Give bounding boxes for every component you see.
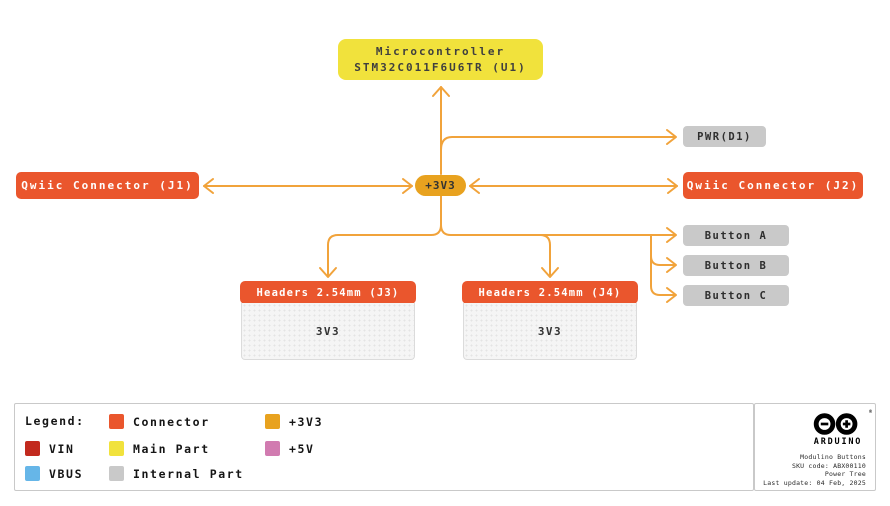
document-type: Power Tree (824, 470, 866, 479)
legend-item-main-part: Main Part (109, 441, 210, 456)
wire-rail-to-button-a (440, 224, 676, 236)
node-button-a: Button A (683, 225, 789, 246)
wire-rail-to-button-b (650, 255, 676, 266)
arrowhead-j3 (319, 267, 337, 278)
arrowhead-rail-right (469, 178, 480, 194)
arrowhead-button-b (666, 257, 677, 273)
product-name: Modulino Buttons (800, 453, 866, 461)
node-headers-j4-title: Headers 2.54mm (J4) (462, 281, 638, 304)
node-qwiic-connector-j1: Qwiic Connector (J1) (16, 172, 199, 199)
legend-title: Legend: (25, 414, 85, 428)
wire-rail-to-pwr (440, 136, 676, 151)
legend-item-3v3: +3V3 (265, 414, 323, 429)
legend-item-vin: VIN (25, 441, 75, 456)
legend-label: Connector (133, 414, 210, 429)
arduino-wordmark: ARDUINO (813, 437, 863, 447)
swatch-internal-part (109, 466, 124, 481)
title-block-text: Modulino Buttons SKU code: ABX00110 Powe… (763, 453, 866, 488)
wire-rail-to-j3 (327, 224, 442, 276)
node-button-c: Button C (683, 285, 789, 306)
swatch-connector (109, 414, 124, 429)
arrowhead-j1 (203, 178, 214, 194)
node-button-b: Button B (683, 255, 789, 276)
swatch-3v3 (265, 414, 280, 429)
legend-item-5v: +5V (265, 441, 315, 456)
legend-item-internal-part: Internal Part (109, 466, 244, 481)
wire-layer (203, 86, 678, 303)
legend-label: +3V3 (289, 414, 324, 429)
title-block-panel: ® ARDUINO Modulino Buttons SKU code: ABX… (754, 403, 876, 491)
node-headers-j4-rail: 3V3 (463, 303, 637, 360)
arrowhead-button-a (666, 227, 677, 243)
swatch-main-part (109, 441, 124, 456)
wire-rail-to-button-c (650, 234, 676, 296)
legend-label: VBUS (49, 466, 84, 481)
arrowhead-pwr (666, 129, 677, 145)
legend-item-connector: Connector (109, 414, 210, 429)
registered-trademark: ® (868, 409, 872, 415)
sku-code: SKU code: ABX00110 (791, 461, 866, 470)
legend-label: +5V (289, 441, 315, 456)
legend-item-vbus: VBUS (25, 466, 83, 481)
node-qwiic-connector-j2: Qwiic Connector (J2) (683, 172, 863, 199)
last-update: Last update: 04 Feb, 2025 (763, 479, 866, 488)
arrowhead-j2 (667, 178, 678, 194)
legend-label: Main Part (133, 441, 210, 456)
microcontroller-label-line2: STM32C011F6U6TR (U1) (354, 60, 527, 74)
node-3v3-rail: +3V3 (415, 175, 466, 196)
node-headers-j3-rail: 3V3 (241, 303, 415, 360)
arrowhead-mcu (432, 86, 450, 97)
swatch-5v (265, 441, 280, 456)
arrowhead-button-c (666, 287, 677, 303)
swatch-vin (25, 441, 40, 456)
node-pwr-led: PWR(D1) (683, 126, 766, 147)
arduino-infinity-icon (813, 413, 858, 435)
arrowhead-j4 (541, 267, 559, 278)
legend-panel: Legend: Connector +3V3 VIN Main Part +5V… (14, 403, 754, 491)
legend-label: VIN (49, 441, 75, 456)
wire-rail-to-j4 (539, 234, 551, 276)
legend-label: Internal Part (133, 466, 244, 481)
node-microcontroller: Microcontroller STM32C011F6U6TR (U1) (338, 39, 543, 80)
node-headers-j3-title: Headers 2.54mm (J3) (240, 281, 416, 304)
swatch-vbus (25, 466, 40, 481)
arrowhead-rail-left (402, 178, 413, 194)
arduino-logo: ® ARDUINO (810, 409, 872, 447)
microcontroller-label-line1: Microcontroller (375, 44, 506, 58)
